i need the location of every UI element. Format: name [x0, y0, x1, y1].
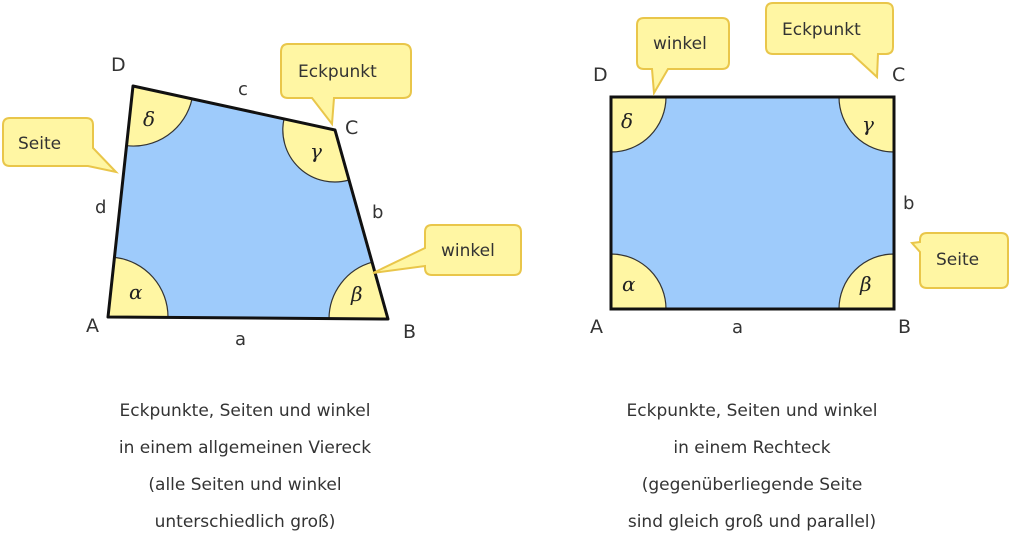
- vertex-b-label: B: [403, 321, 416, 343]
- vertex-d-label: D: [111, 54, 126, 76]
- rect-angle-delta-label: δ: [621, 109, 633, 133]
- rectangle-figure: α β γ δ A B C D a b: [590, 64, 914, 338]
- callout-winkel-right: winkel: [636, 17, 730, 97]
- rect-side-a-label: a: [732, 317, 743, 338]
- callout-winkel-left: winkel: [372, 224, 522, 276]
- vertex-c-label: C: [345, 117, 358, 139]
- angle-alpha-label: α: [129, 280, 143, 304]
- rect-angle-gamma-label: γ: [862, 112, 874, 136]
- rect-vertex-b-label: B: [898, 316, 911, 338]
- right-caption: Eckpunkte, Seiten und winkel in einem Re…: [627, 401, 878, 532]
- rect-side-b-label: b: [903, 193, 914, 214]
- right-caption-line-4: sind gleich groß und parallel): [628, 512, 876, 532]
- right-caption-line-3: (gegenüberliegende Seite: [642, 475, 863, 495]
- angle-delta-sector: [125, 86, 192, 147]
- angle-beta-label: β: [350, 282, 363, 306]
- angle-gamma-label: γ: [310, 139, 322, 163]
- callout-seite-text: Seite: [18, 134, 61, 154]
- rect-angle-delta-sector: [610, 96, 667, 153]
- right-caption-line-2: in einem Rechteck: [673, 438, 830, 458]
- callout-eckpunkt-left: Eckpunkt: [280, 43, 412, 127]
- callout-eckpunkt-right: Eckpunkt: [765, 2, 894, 80]
- right-caption-line-1: Eckpunkte, Seiten und winkel: [627, 401, 878, 421]
- left-caption-line-3: (alle Seiten und winkel: [148, 475, 341, 495]
- side-d-label: d: [95, 197, 106, 218]
- angle-delta-label: δ: [143, 107, 155, 131]
- rect-angle-beta-sector: [838, 253, 895, 310]
- angle-alpha-arc: [115, 256, 169, 318]
- callout-seite-right: Seite: [909, 232, 1009, 289]
- callout-winkel-text: winkel: [441, 241, 495, 261]
- rect-angle-alpha-label: α: [622, 272, 636, 296]
- rectangle-outline: [609, 95, 896, 311]
- callout-seite-left: Seite: [2, 117, 119, 174]
- left-caption: Eckpunkte, Seiten und winkel in einem al…: [119, 401, 371, 532]
- rect-angle-beta-label: β: [859, 272, 872, 296]
- rect-angle-gamma-sector: [838, 96, 895, 153]
- rectangle-shape: [611, 97, 894, 309]
- rect-vertex-d-label: D: [593, 64, 608, 86]
- rect-angle-alpha-sector: [610, 253, 667, 310]
- rect-callout-seite-text: Seite: [936, 250, 979, 270]
- side-a-label: a: [235, 329, 246, 350]
- left-caption-line-1: Eckpunkte, Seiten und winkel: [120, 401, 371, 421]
- general-quadrilateral-outline: [106, 84, 390, 321]
- angle-gamma-sector: [282, 119, 349, 182]
- left-caption-line-2: in einem allgemeinen Viereck: [119, 438, 371, 458]
- rect-vertex-c-label: C: [892, 64, 905, 86]
- rect-vertex-a-label: A: [590, 316, 603, 338]
- side-c-label: c: [238, 79, 248, 100]
- callout-eckpunkt-text: Eckpunkt: [298, 62, 377, 82]
- rect-callout-eckpunkt-text: Eckpunkt: [782, 20, 861, 40]
- angle-gamma-arc: [282, 118, 350, 183]
- general-quadrilateral-figure: α β γ δ A B C D a b c d: [86, 54, 416, 350]
- angle-beta-sector: [329, 262, 388, 319]
- angle-beta-arc: [328, 261, 373, 320]
- angle-alpha-sector: [108, 257, 168, 317]
- vertex-a-label: A: [86, 315, 99, 337]
- left-caption-line-4: unterschiedlich groß): [155, 512, 336, 532]
- angle-delta-arc: [125, 98, 193, 147]
- side-b-label: b: [372, 202, 383, 223]
- rect-callout-winkel-text: winkel: [653, 34, 707, 54]
